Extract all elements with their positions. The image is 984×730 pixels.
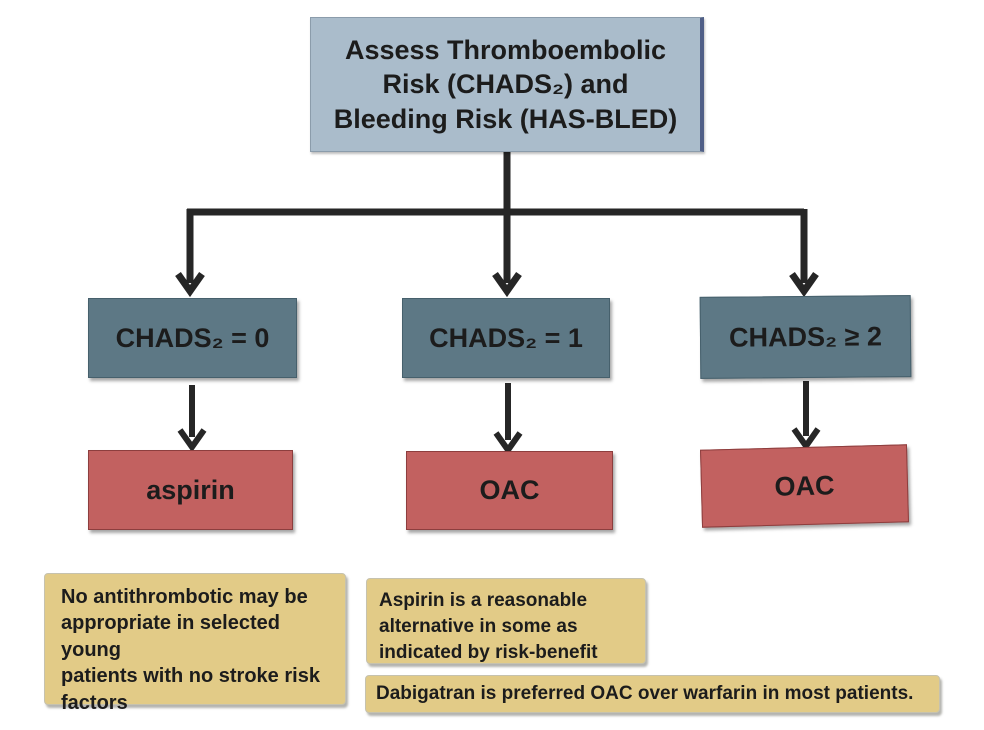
note-box-dabigatran-preferred: Dabigatran is preferred OAC over warfari… (365, 675, 940, 713)
decision-box-chads2-1: CHADS₂ = 1 (402, 298, 610, 378)
top-branch-connector (175, 152, 819, 298)
arrow-down-icon (789, 271, 819, 298)
decision-box-chads2-0: CHADS₂ = 0 (88, 298, 297, 378)
note-box-no-antithrombotic: No antithrombotic may be appropriate in … (44, 573, 346, 714)
decision-box-chads2-gte2: CHADS₂ ≥ 2 (699, 295, 912, 379)
note-box-aspirin-alternative: Aspirin is a reasonable alternative in s… (366, 578, 646, 664)
arrow-down-icon (492, 271, 522, 298)
assess-risk-title-box: Assess Thromboembolic Risk (CHADS₂) and … (310, 17, 704, 152)
arrow-down-icon (493, 431, 523, 456)
treatment-box-oac-2: OAC (700, 444, 909, 528)
decision-to-treatment-arrows (177, 381, 821, 456)
arrow-down-icon (177, 428, 207, 453)
arrow-down-icon (175, 271, 205, 298)
treatment-box-aspirin: aspirin (88, 450, 293, 530)
treatment-box-oac-1: OAC (406, 451, 613, 530)
